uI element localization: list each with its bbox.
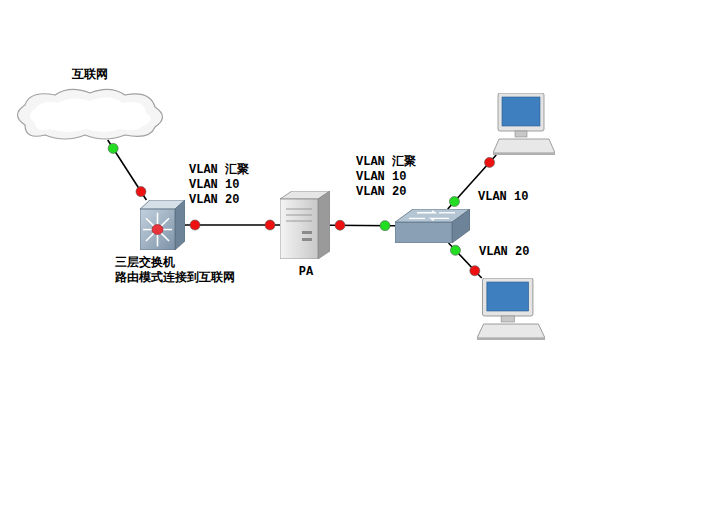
switch-icon — [395, 209, 470, 243]
port-dot — [136, 187, 146, 197]
node-label: 三层交换机 路由模式连接到互联网 — [115, 256, 255, 286]
access-switch-node — [395, 209, 470, 243]
port-dot — [265, 220, 275, 230]
computer-icon — [477, 278, 545, 340]
pa-firewall-node: PA — [280, 191, 330, 259]
cloud-node: 互联网 — [10, 85, 170, 140]
port-dot — [450, 245, 460, 255]
computer-icon — [493, 93, 555, 155]
network-link — [449, 243, 482, 278]
port-dot — [470, 266, 480, 276]
port-dot — [485, 157, 495, 167]
layer3-switch-node: 三层交换机 路由模式连接到互联网 — [140, 200, 185, 250]
vlan-label: VLAN 20 — [478, 245, 550, 260]
network-link — [108, 140, 147, 200]
port-dot — [449, 197, 459, 207]
server-icon — [280, 191, 330, 259]
vlan-label: VLAN 汇聚 VLAN 10 VLAN 20 — [188, 163, 254, 208]
port-dot — [190, 220, 200, 230]
port-dot — [335, 220, 345, 230]
port-dot — [108, 143, 118, 153]
pc-node — [493, 93, 555, 155]
vlan-label: VLAN 10 — [477, 190, 549, 205]
pc-node — [477, 278, 545, 340]
port-dot — [380, 221, 390, 231]
cloud-shape — [10, 85, 170, 140]
layer3-switch-icon — [140, 200, 185, 250]
node-label: 互联网 — [60, 68, 120, 83]
node-label: PA — [291, 265, 321, 280]
vlan-label: VLAN 汇聚 VLAN 10 VLAN 20 — [355, 155, 421, 200]
